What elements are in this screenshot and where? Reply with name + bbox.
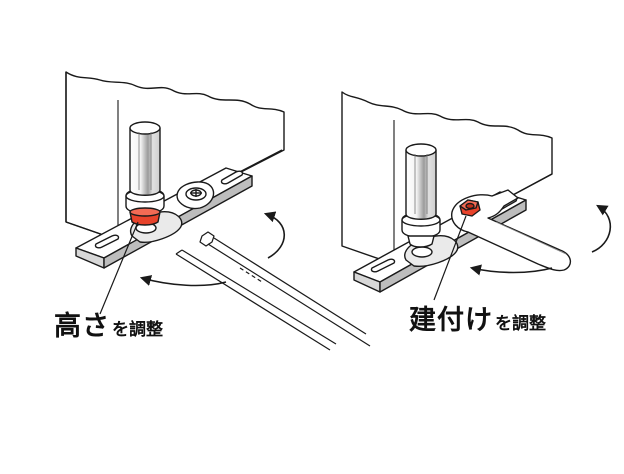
left-rotate-arrow-right bbox=[263, 211, 285, 259]
left-rotate-arrow-bottom bbox=[139, 275, 227, 287]
caption-height-sub: を調整 bbox=[112, 320, 163, 340]
left-door-panel bbox=[65, 71, 285, 239]
caption-height-adjust: 高さを調整 bbox=[54, 313, 163, 340]
right-hinge-illustration bbox=[341, 91, 612, 301]
caption-fit-adjust: 建付けを調整 bbox=[409, 307, 546, 334]
right-rotate-arrow-bottom bbox=[469, 264, 553, 276]
caption-fit-main: 建付け bbox=[409, 305, 493, 336]
caption-height-main: 高さ bbox=[54, 311, 110, 342]
caption-fit-sub: を調整 bbox=[495, 314, 546, 334]
adjust-bolt-icon bbox=[459, 199, 481, 217]
wrench-icon bbox=[451, 189, 571, 272]
left-hinge-illustration bbox=[65, 71, 371, 351]
right-rotate-arrow-right bbox=[591, 204, 612, 253]
screwdriver-icon bbox=[175, 231, 371, 351]
